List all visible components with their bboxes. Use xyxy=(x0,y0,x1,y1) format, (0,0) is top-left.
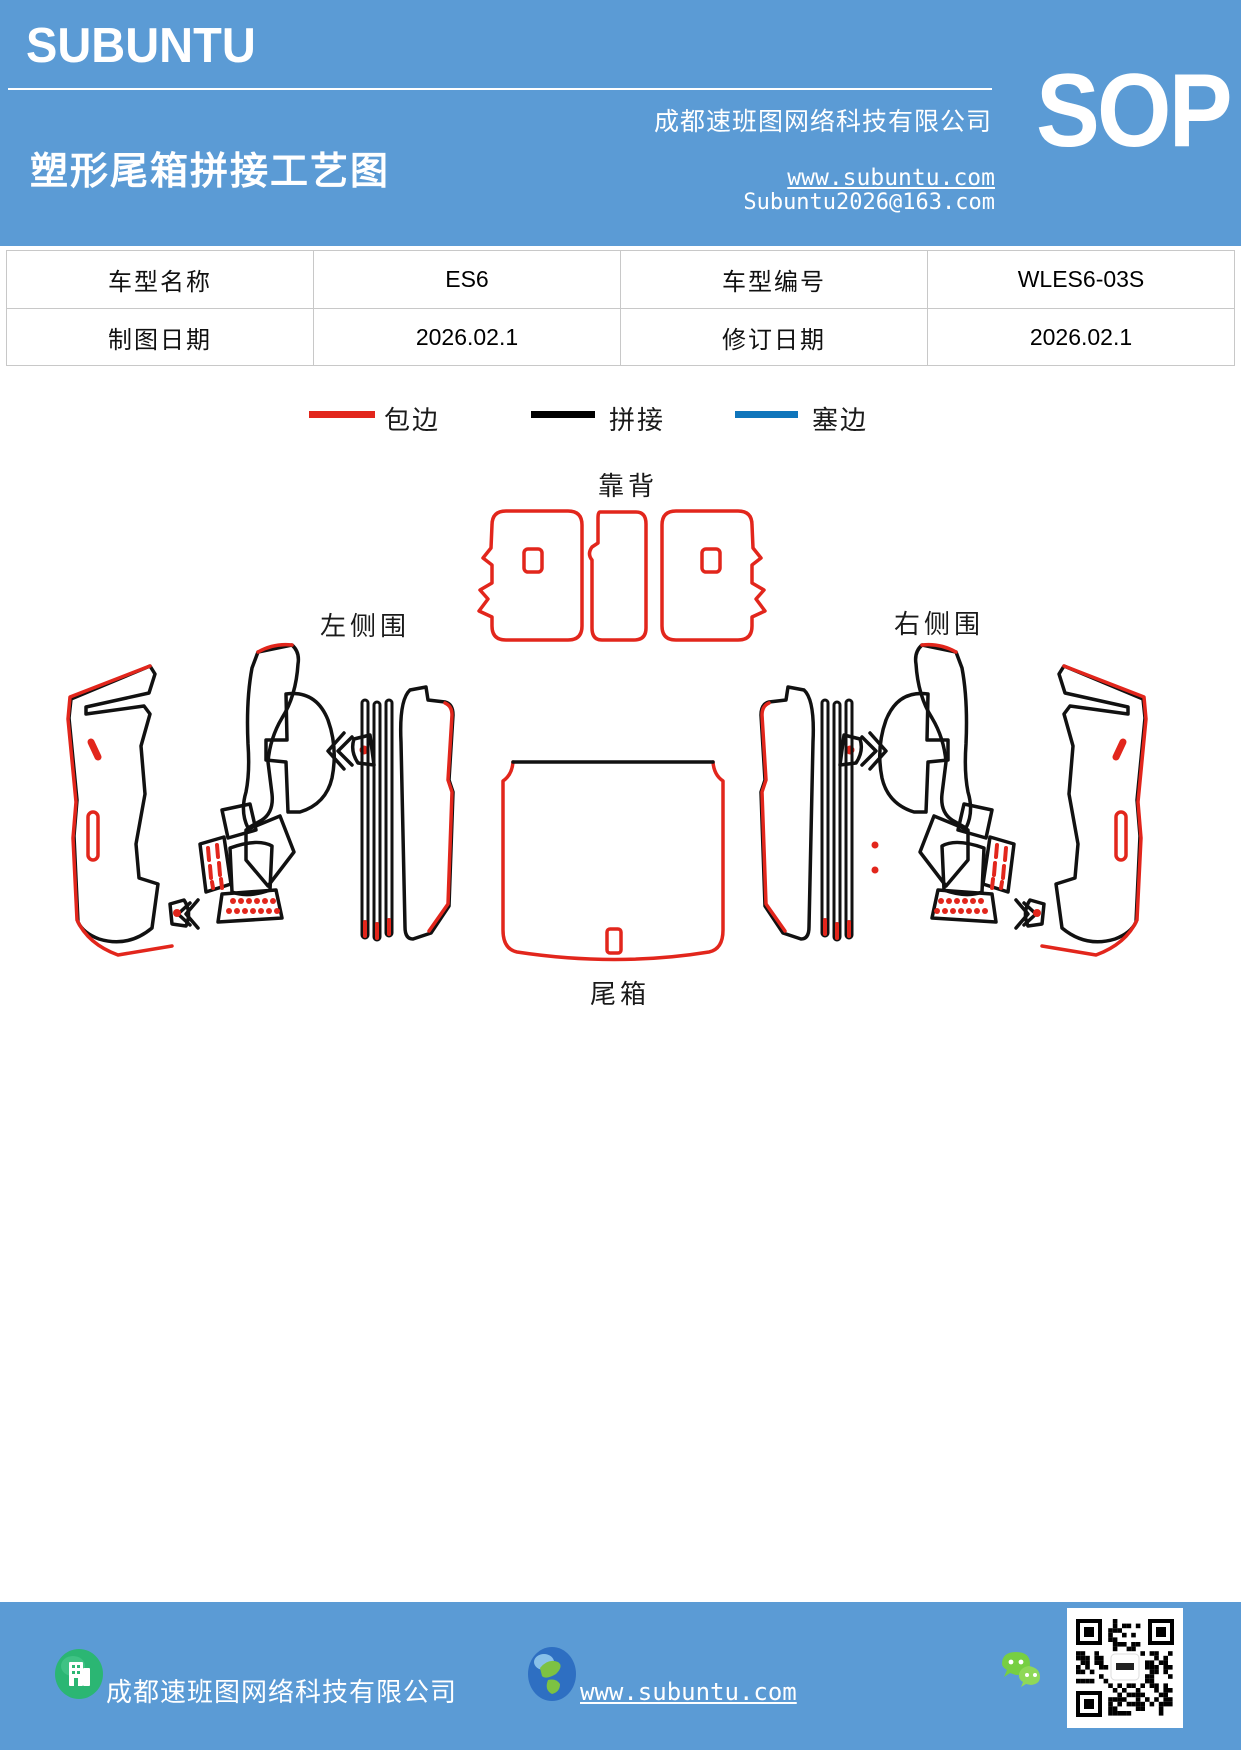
qr-code xyxy=(1067,1608,1183,1728)
trunk-piece xyxy=(501,760,725,962)
legend-wrap-edge-line xyxy=(309,411,375,418)
building-icon xyxy=(55,1649,103,1699)
footer-company-name: 成都速班图网络科技有限公司 xyxy=(106,1678,458,1707)
trunk-pattern-diagram xyxy=(66,509,1241,962)
model-code-label: 车型编号 xyxy=(620,250,928,309)
revise-date-label: 修订日期 xyxy=(620,308,928,366)
right-side-pieces xyxy=(761,645,1146,955)
page-title: 塑形尾箱拼接工艺图 xyxy=(30,151,391,193)
wechat-icon xyxy=(1002,1652,1040,1687)
legend-plug-edge-line xyxy=(735,411,798,418)
vehicle-info-table: 车型名称 ES6 车型编号 WLES6-03S 制图日期 2026.02.1 修… xyxy=(6,250,1235,366)
model-name-label: 车型名称 xyxy=(6,250,314,309)
legend-splice-line xyxy=(531,411,595,418)
model-name-value: ES6 xyxy=(313,250,621,309)
header-email: Subuntu2026@163.com xyxy=(743,190,995,215)
header-company-name: 成都速班图网络科技有限公司 xyxy=(653,109,992,136)
globe-icon xyxy=(528,1647,576,1701)
footer-website-link[interactable]: www.subuntu.com xyxy=(580,1678,797,1706)
table-row: 制图日期 2026.02.1 修订日期 2026.02.1 xyxy=(6,308,1235,366)
revise-date-value: 2026.02.1 xyxy=(927,308,1235,366)
table-row: 车型名称 ES6 车型编号 WLES6-03S xyxy=(6,250,1235,309)
backrest-pieces xyxy=(477,509,767,642)
company-logo: SUBUNTU xyxy=(26,17,256,73)
header-divider xyxy=(8,88,992,90)
legend-wrap-edge-label: 包边 xyxy=(384,406,441,435)
draw-date-value: 2026.02.1 xyxy=(313,308,621,366)
left-side-label: 左侧围 xyxy=(320,612,411,641)
model-code-value: WLES6-03S xyxy=(927,250,1235,309)
legend-splice-label: 拼接 xyxy=(609,406,666,435)
backrest-label: 靠背 xyxy=(598,472,659,501)
trunk-label: 尾箱 xyxy=(590,980,651,1009)
header-band xyxy=(0,0,1241,246)
header-website-link[interactable]: www.subuntu.com xyxy=(787,165,995,191)
left-side-pieces xyxy=(66,642,455,957)
sop-badge: SOP xyxy=(1036,53,1233,169)
draw-date-label: 制图日期 xyxy=(6,308,314,366)
legend-plug-edge-label: 塞边 xyxy=(812,406,869,435)
right-side-label: 右侧围 xyxy=(894,610,985,639)
